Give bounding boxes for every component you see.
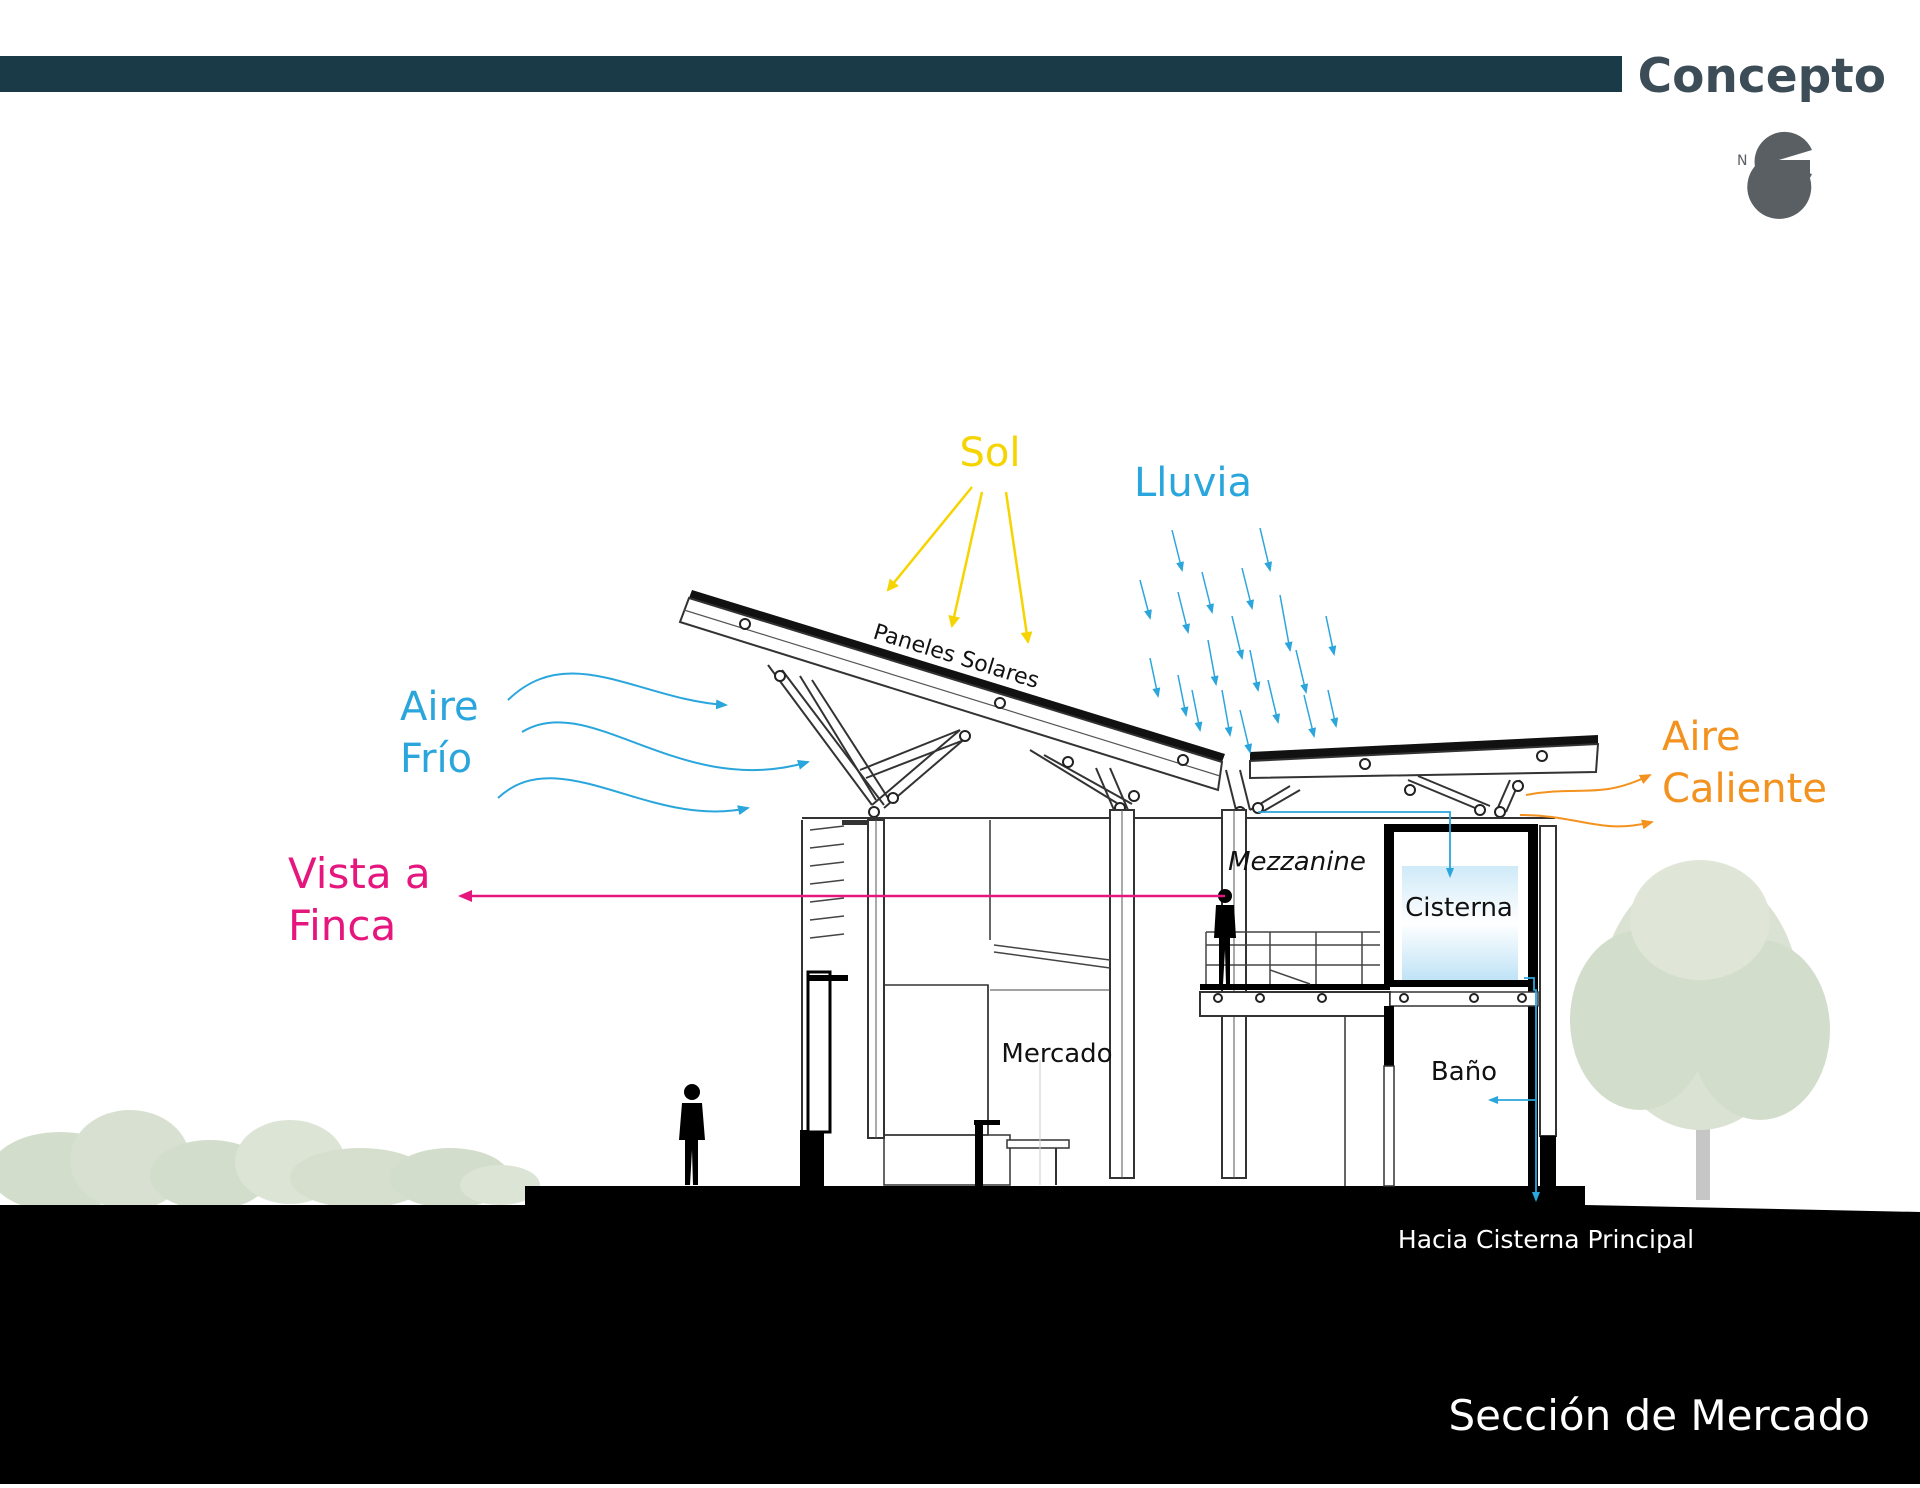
cistern-tank xyxy=(1402,866,1518,980)
main-cistern-label: Hacia Cisterna Principal xyxy=(1398,1225,1694,1254)
sun-rays xyxy=(886,486,1033,644)
cistern-label: Cisterna xyxy=(1405,893,1513,923)
sun-label: Sol xyxy=(960,430,1021,476)
bathroom-label: Baño xyxy=(1431,1057,1497,1087)
building-section xyxy=(800,809,1557,1188)
mezzanine-label: Mezzanine xyxy=(1228,847,1366,877)
background-tree xyxy=(1570,860,1830,1200)
view-label-line2: Finca xyxy=(288,901,396,950)
left-truss xyxy=(767,664,1251,818)
cold-air-label-line2: Frío xyxy=(400,736,472,782)
right-truss xyxy=(1234,775,1524,818)
view-label-line1: Vista a xyxy=(288,849,431,898)
cold-air-label-line1: Aire xyxy=(400,684,479,730)
market-label: Mercado xyxy=(1001,1039,1112,1069)
hot-air-label-line1: Aire xyxy=(1662,714,1741,760)
rain-label: Lluvia xyxy=(1134,460,1252,506)
background-shrubs xyxy=(0,1110,540,1212)
north-letter: N xyxy=(1737,153,1747,169)
north-compass-icon: N xyxy=(1737,131,1812,219)
cold-air-flow xyxy=(497,672,810,816)
ground xyxy=(0,1186,1920,1484)
person-figure xyxy=(679,1084,705,1185)
right-roof xyxy=(1249,735,1600,780)
hot-air-label-line2: Caliente xyxy=(1662,766,1827,812)
rain-drops xyxy=(1139,527,1339,754)
header-bar xyxy=(0,56,1622,92)
hot-air-flow xyxy=(1519,774,1654,830)
left-roof xyxy=(678,590,1225,792)
water-pipe xyxy=(1258,811,1540,1202)
page-title: Concepto xyxy=(1638,49,1886,104)
section-caption: Sección de Mercado xyxy=(1449,1391,1870,1440)
